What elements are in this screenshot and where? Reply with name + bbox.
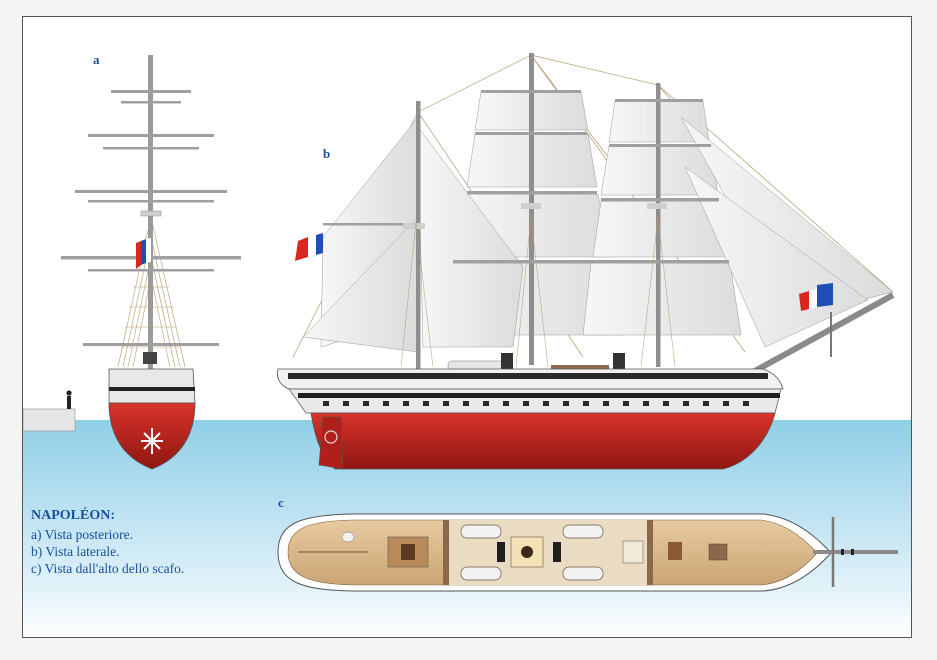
french-tricolor-flag-icon [799, 283, 833, 311]
caption-title: NAPOLÉON: [31, 508, 115, 523]
top-view-hull [277, 513, 898, 592]
view-label-c: c [278, 495, 284, 510]
caption-line: a) Vista posteriore. [31, 527, 134, 542]
side-yards [323, 90, 729, 264]
caption: NAPOLÉON: a) Vista posteriore. b) Vista … [31, 507, 184, 577]
rear-view-ship [23, 55, 241, 470]
lifeboats [460, 524, 604, 581]
view-label-b: b [323, 146, 331, 161]
french-tricolor-flag-icon [136, 238, 151, 269]
person-silhouette-icon [66, 390, 72, 409]
side-shrouds [400, 216, 676, 368]
french-tricolor-flag-icon [295, 233, 323, 261]
sails [302, 91, 894, 353]
deck-structures [298, 531, 728, 568]
illustration-frame: a b c NAPOLÉON: a) Vista posteriore. b) … [22, 16, 912, 638]
quay [23, 408, 76, 432]
propeller-icon [141, 428, 163, 454]
view-label-a: a [93, 52, 100, 67]
side-view-ship [277, 53, 895, 470]
caption-line: c) Vista dall'alto dello scafo. [31, 561, 185, 576]
caption-line: b) Vista laterale. [31, 544, 120, 559]
gunports [323, 401, 749, 406]
bowsprit [751, 292, 895, 375]
ship-drawings [23, 53, 898, 592]
